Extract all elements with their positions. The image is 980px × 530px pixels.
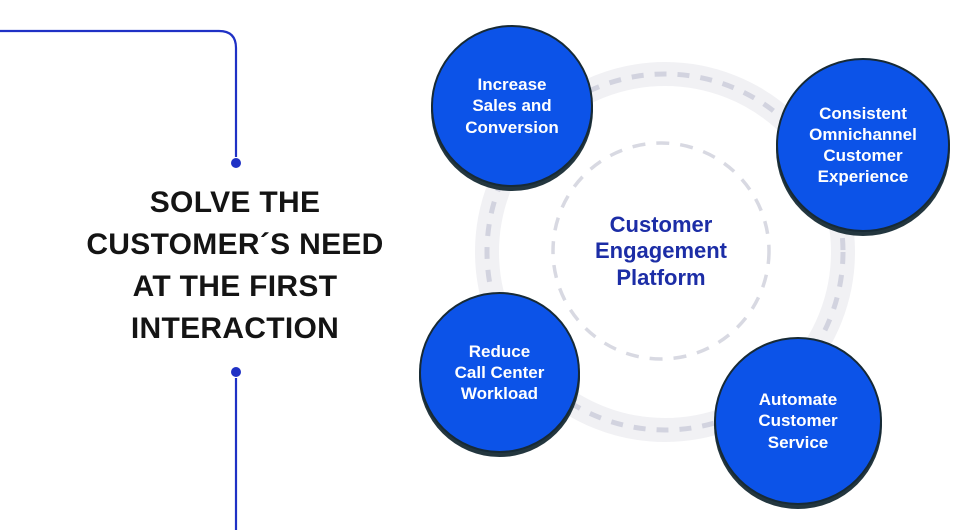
bracket-bottom-dot [231, 367, 241, 377]
node-consistent-omnichannel-experience: Consistent Omnichannel Customer Experien… [776, 58, 950, 232]
node-increase-sales-conversion: Increase Sales and Conversion [431, 25, 593, 187]
node-label: Increase Sales and Conversion [465, 75, 559, 137]
node-automate-customer-service: Automate Customer Service [714, 337, 882, 505]
node-label: Automate Customer Service [758, 390, 838, 452]
inner-dashed-circle [551, 141, 771, 361]
node-reduce-call-center-workload: Reduce Call Center Workload [419, 292, 580, 453]
diagram-center-label: Customer Engagement Platform [594, 212, 728, 290]
node-label: Reduce Call Center Workload [454, 341, 545, 404]
headline-text: SOLVE THE CUSTOMER´S NEED AT THE FIRST I… [86, 186, 384, 345]
road-ring-dashes [484, 71, 846, 433]
node-label: Consistent Omnichannel Customer Experien… [809, 103, 917, 187]
bracket-top-line [0, 29, 238, 157]
bracket-top-dot [231, 158, 241, 168]
